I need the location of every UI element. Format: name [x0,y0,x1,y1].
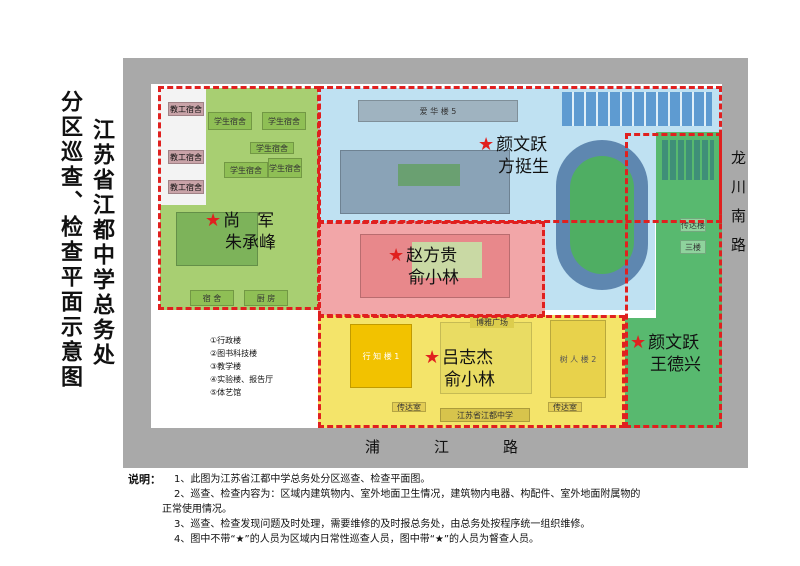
student-dorm-3: 学生宿舍 [224,162,268,178]
staff-dorm-2: 教工宿舍 [168,150,204,164]
star-icon: ★ [205,210,222,231]
road-south [123,428,748,468]
football-field [570,156,634,274]
zone-east-label: ★颜文跃 王德兴 [630,332,701,375]
guard-house-west: 传达室 [392,402,426,412]
east-court [662,140,714,180]
zone-dorm-outline [158,86,320,310]
zone-aihua-label: ★颜文跃 方挺生 [478,134,549,177]
note-2-cont: 正常使用情况。 [162,504,232,515]
star-icon: ★ [388,245,405,266]
student-dorm-4: 学生宿舍 [268,158,302,178]
student-dorm-1: 学生宿舍 [208,112,252,130]
xingzhi-building: 行 知 楼 1 [350,324,412,388]
zone-admin-outline [318,315,625,428]
dorm-courtyard [176,212,258,266]
legend-item: ②图书科技楼 [210,349,258,358]
student-dorm-5: 学生宿舍 [250,142,294,154]
star-icon: ★ [630,332,647,353]
notes-head: 说明： [128,473,161,486]
liwen-courtyard [398,164,460,186]
road-east [722,58,748,468]
staff-dorm-3: 教工宿舍 [168,180,204,194]
east-road-label: 龙川南路 [729,150,747,266]
note-1: 1、此图为江苏省江都中学总务处分区巡查、检查平面图。 [174,474,431,485]
school-gate: 江苏省江都中学 [440,408,530,422]
road-west [123,58,151,468]
zone-lab-label: ★赵方贵 俞小林 [388,245,459,288]
staff-dorm-1: 教工宿舍 [168,102,204,116]
star-icon: ★ [424,347,441,368]
road-north [123,58,748,84]
legend-item: ⑤体艺馆 [210,388,242,397]
note-2: 2、巡查、检查内容为：区域内建筑物内、室外地面卫生情况，建筑物内电器、构配件、室… [174,489,641,500]
east-green-lower [625,318,722,428]
star-icon: ★ [478,134,495,155]
boyi-label: 博雅广场 [470,316,514,328]
boyi-square [440,322,532,394]
kitchen-building: 厨 房 [244,290,288,306]
legend-item: ①行政楼 [210,336,242,345]
aihua-building: 爱 华 楼 5 [358,100,518,122]
legend: ①行政楼 ②图书科技楼 ③教学楼 ④实验楼、报告厅 ⑤体艺馆 [210,334,273,399]
legend-item: ④实验楼、报告厅 [210,375,274,384]
zone-dorm-label: ★尚 军 朱承峰 [205,210,276,253]
main-title: 江苏省江都中学总务处 [89,118,114,368]
dormitory-building: 宿 舍 [190,290,234,306]
pink-courtyard [412,242,482,278]
court-rows [562,92,712,126]
legend-item: ③教学楼 [210,362,242,371]
guard-house-east: 传达室 [548,402,582,412]
zone-east-outline [625,133,722,428]
student-dorm-2: 学生宿舍 [262,112,306,130]
sanlou-building: 三楼 [680,240,706,254]
note-4: 4、图中不带“★”的人员为区域内日常性巡查人员，图中带“★”的人员为督查人员。 [174,534,540,545]
zone-admin-label: ★吕志杰 俞小林 [424,347,495,390]
shuren-building: 树 人 楼 2 [550,320,606,398]
notes: 说明： 1、此图为江苏省江都中学总务处分区巡查、检查平面图。 2、巡查、检查内容… [128,472,768,547]
south-road-label: 浦江路 [365,438,573,456]
note-3: 3、巡查、检查发现问题及时处理，需要维修的及时报总务处，由总务处按程序统一组织维… [174,519,591,530]
subtitle: 分区巡查、检查平面示意图 [57,90,82,390]
